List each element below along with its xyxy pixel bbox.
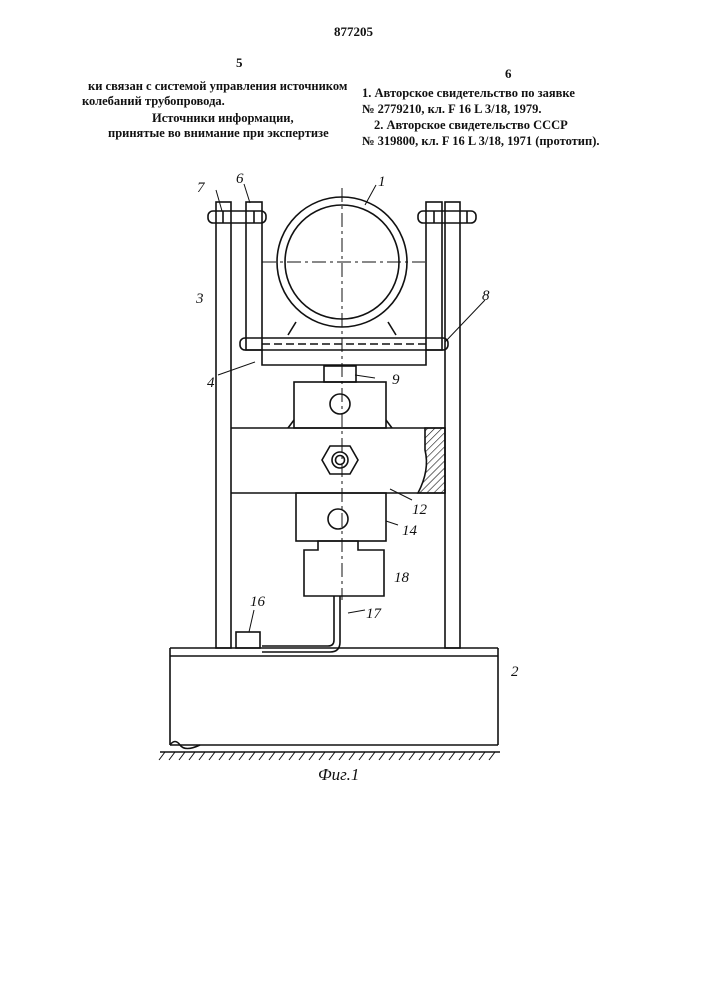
label-4: 4 [207, 375, 215, 391]
yoke [240, 338, 448, 365]
block-14 [296, 493, 386, 541]
sensor-16 [236, 632, 260, 648]
label-14: 14 [402, 523, 418, 539]
element-9 [324, 366, 356, 382]
label-1: 1 [378, 174, 386, 190]
label-8: 8 [482, 288, 490, 304]
figure-labels: 1 2 3 4 6 7 8 9 12 14 16 17 18 Фиг.1 [195, 171, 519, 784]
label-16: 16 [250, 594, 266, 610]
crossbar [231, 428, 445, 493]
label-12: 12 [412, 502, 428, 518]
label-3: 3 [195, 291, 204, 307]
line-17 [262, 596, 340, 652]
cylinder-18 [304, 541, 384, 596]
label-6: 6 [236, 171, 244, 187]
label-9: 9 [392, 372, 400, 388]
figure-caption: Фиг.1 [318, 765, 359, 784]
label-2: 2 [511, 664, 519, 680]
label-18: 18 [394, 570, 410, 586]
label-17: 17 [366, 606, 383, 622]
upper-block [288, 382, 392, 428]
base-pipeline [159, 648, 500, 760]
label-7: 7 [197, 180, 206, 196]
